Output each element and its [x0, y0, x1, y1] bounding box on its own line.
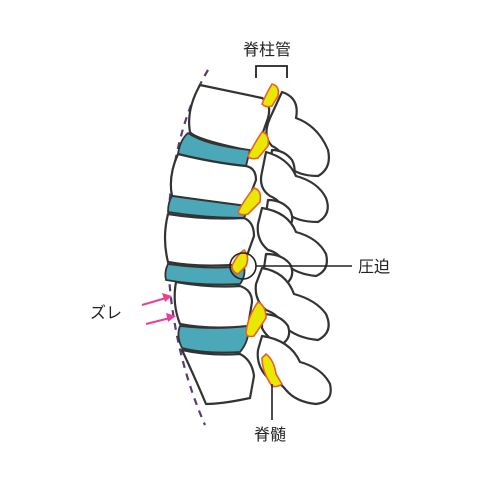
slip-arrow-1 [141, 297, 167, 306]
vertebra-5 [180, 334, 332, 406]
vertebra-body-3 [163, 212, 256, 267]
cord-segment-6 [261, 352, 284, 388]
slip-arrow-2 [145, 317, 171, 325]
slip-arrows [141, 293, 176, 325]
slip-arrowhead-2 [166, 313, 176, 322]
spinal-canal-label: 脊柱管 [243, 40, 291, 59]
vertebra-arch-4 [254, 266, 330, 342]
slip-arrowhead-1 [162, 293, 172, 302]
disc-4 [177, 325, 250, 354]
spinal-cord [231, 83, 284, 388]
vertebra-4 [173, 266, 330, 346]
cord-segment-1 [261, 83, 280, 108]
spinal-canal-bracket [255, 65, 288, 78]
spinal-cord-label: 脊髄 [254, 425, 286, 444]
cord-segment-5 [245, 300, 267, 338]
vertebra-arch-1 [265, 90, 330, 178]
cord-segment-2 [247, 131, 270, 160]
vertebra-arch-3 [256, 206, 328, 278]
disc-3 [164, 263, 246, 286]
vertebra-body-5 [180, 348, 256, 406]
slip-label: ズレ [90, 303, 122, 322]
cord-segment-4 [231, 248, 249, 275]
vertebra-body-4 [173, 280, 254, 329]
vertebra-arch-2 [259, 150, 329, 224]
vertebra-3 [163, 206, 328, 286]
compression-label: 圧迫 [358, 257, 390, 276]
cord-segment-3 [237, 187, 262, 216]
